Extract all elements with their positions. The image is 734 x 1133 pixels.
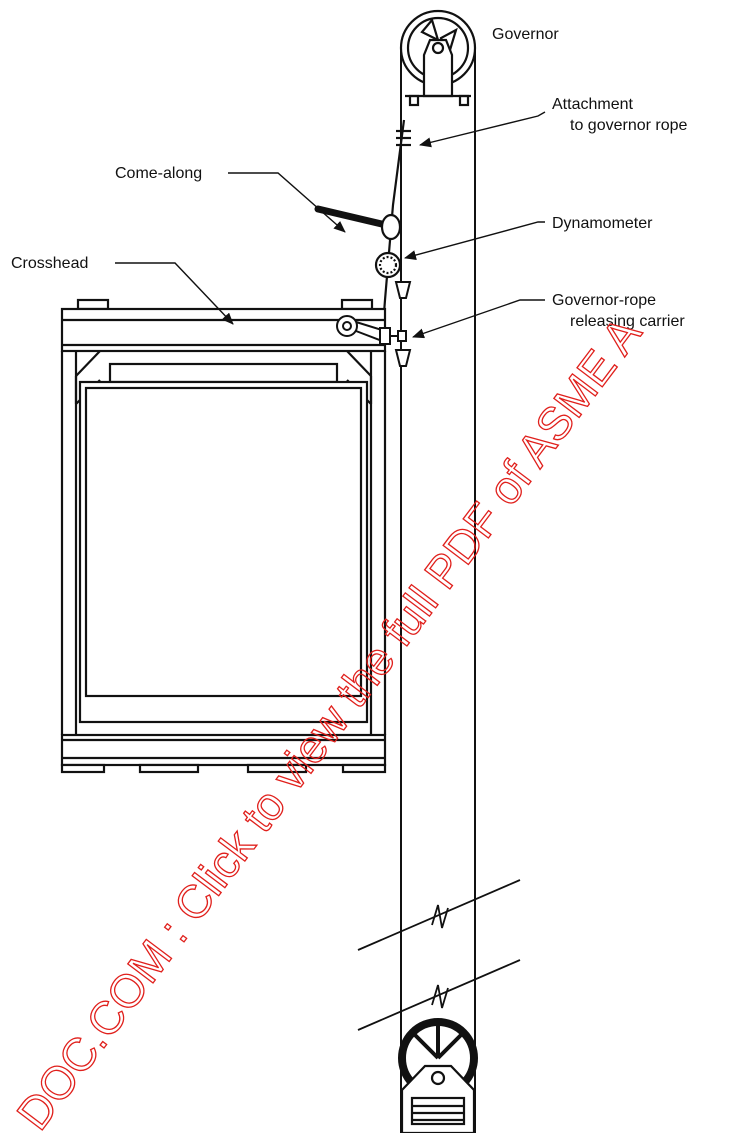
come-along-device: [314, 205, 402, 241]
label-dynamometer: Dynamometer: [552, 215, 653, 232]
releasing-carrier: [336, 315, 391, 345]
label-come-along: Come-along: [115, 165, 202, 182]
leader-lines: [115, 111, 546, 339]
label-governor: Governor: [492, 26, 559, 43]
tension-sheave: [398, 1018, 478, 1133]
label-releasing-carrier-line2: releasing carrier: [570, 313, 685, 330]
label-crosshead: Crosshead: [11, 255, 88, 272]
label-attachment-line2: to governor rope: [570, 117, 688, 134]
governor-sheave: [399, 9, 477, 107]
rope-clamps: [390, 281, 412, 367]
label-releasing-carrier-line1: Governor-rope: [552, 292, 656, 309]
label-attachment-line1: Attachment: [552, 96, 633, 113]
break-marks: [357, 879, 521, 1031]
dynamometer-device: [374, 251, 402, 279]
